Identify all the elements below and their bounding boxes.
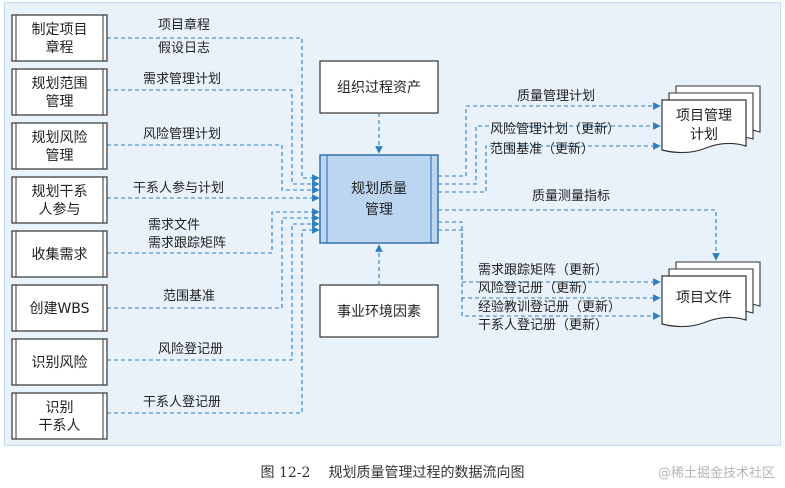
figure-title: 规划质量管理过程的数据流向图 [328, 465, 525, 481]
flow-label: 范围基准 [163, 289, 215, 304]
input-box-create-wbs: 创建WBS [11, 284, 108, 332]
arrow-risk-plan [107, 144, 320, 194]
input-box-plan-stakeholder: 规划干系 人参与 [11, 176, 108, 224]
plan-document: 项目管理 计划 [661, 85, 761, 154]
input-box-label: 管理 [46, 94, 74, 110]
flow-label: 质量测量指标 [532, 189, 610, 204]
input-box-plan-scope: 规划范围 管理 [11, 68, 108, 116]
arrow-stakeholder-register [107, 226, 320, 414]
flow-label: 范围基准（更新） [490, 141, 594, 157]
flow-label: 风险管理计划 [143, 127, 221, 142]
input-box-label: 干系人 [39, 418, 81, 434]
plan-document-label: 项目管理 [676, 108, 732, 124]
figure-caption: 图 12-2 规划质量管理过程的数据流向图 [0, 462, 785, 482]
arrow-scope-plan [107, 89, 320, 188]
output-labels: 质量管理计划 风险管理计划（更新） 范围基准（更新） 质量测量指标 需求跟踪矩阵… [478, 89, 621, 333]
arrow-risk-register [107, 220, 320, 361]
arrow-charter [107, 37, 320, 182]
input-arrows [107, 37, 320, 414]
flow-label: 风险管理计划（更新） [490, 121, 620, 137]
input-box-label: 规划风险 [32, 130, 88, 146]
output-arrows [438, 102, 720, 320]
arrow-lessons-update [461, 298, 661, 320]
arrow-quality-plan [438, 102, 661, 177]
org-assets-label: 组织过程资产 [337, 80, 421, 96]
input-box-label: 识别风险 [32, 355, 88, 371]
input-box-identify-stakeholders: 识别 干系人 [11, 392, 108, 440]
figure-number: 图 12-2 [260, 465, 311, 481]
input-boxes: 制定项目 章程 规划范围 管理 规划风险 管理 规划干系 人参与 [11, 14, 108, 440]
flow-label: 需求跟踪矩阵 [148, 236, 226, 251]
flow-label: 项目章程 [158, 17, 210, 33]
flow-label: 假设日志 [158, 41, 210, 56]
input-box-collect-requirements: 收集需求 [11, 230, 108, 278]
input-box-label: 收集需求 [32, 246, 88, 263]
arrow-requirements-update [438, 221, 661, 286]
flow-label: 需求管理计划 [143, 72, 221, 87]
input-box-label: 管理 [46, 148, 74, 164]
flow-label: 干系人登记册 [143, 395, 221, 410]
input-box-label: 章程 [46, 39, 74, 56]
flow-label: 质量管理计划 [517, 89, 595, 104]
input-box-label: 创建WBS [29, 301, 89, 317]
project-documents-label: 项目文件 [676, 290, 732, 306]
input-labels: 项目章程 假设日志 需求管理计划 风险管理计划 干系人参与计划 需求文件 需求跟… [133, 17, 226, 410]
center-process: 规划质量 管理 [319, 154, 439, 244]
arrow-metrics [438, 209, 720, 261]
input-box-label: 规划干系 [32, 184, 88, 200]
flow-label: 干系人登记册（更新） [478, 317, 608, 333]
flow-label: 风险登记册 [158, 342, 223, 357]
flow-label: 经验教训登记册（更新） [478, 299, 621, 315]
input-box-label: 制定项目 [32, 22, 88, 38]
input-box-label: 规划范围 [32, 75, 88, 92]
flow-label: 需求文件 [148, 218, 200, 233]
flow-label: 风险登记册（更新） [478, 280, 595, 296]
input-box-identify-risks: 识别风险 [11, 338, 108, 386]
env-factors-box: 事业环境因素 [319, 284, 439, 338]
arrow-scope-baseline-update [438, 142, 661, 193]
flow-label: 需求跟踪矩阵（更新） [478, 262, 608, 278]
center-process-label: 管理 [365, 202, 393, 218]
input-box-plan-risk: 规划风险 管理 [11, 122, 108, 170]
arrow-requirements [107, 208, 320, 254]
input-box-charter: 制定项目 章程 [11, 14, 108, 62]
arrow-risk-plan-update [438, 122, 661, 185]
env-factors-label: 事业环境因素 [337, 304, 421, 320]
input-box-label: 人参与 [39, 201, 81, 218]
project-documents: 项目文件 [661, 261, 761, 328]
watermark: @稀土掘金技术社区 [657, 466, 775, 481]
org-assets-box: 组织过程资产 [319, 60, 439, 114]
flow-label: 干系人参与计划 [133, 180, 224, 196]
center-process-label: 规划质量 [351, 181, 407, 197]
input-box-label: 识别 [46, 400, 74, 416]
arrow-scope-baseline [107, 214, 320, 309]
arrow-risk-register-update [438, 229, 661, 302]
plan-document-label: 计划 [690, 127, 718, 143]
